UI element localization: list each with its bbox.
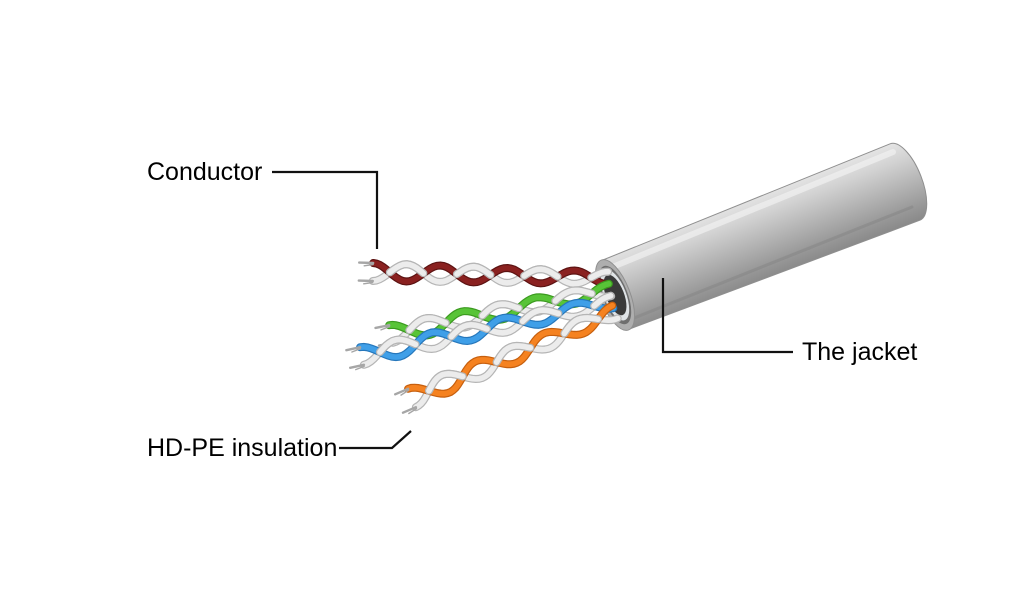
wire-strand — [363, 263, 374, 267]
wire-strand — [591, 293, 614, 309]
wire-strand — [493, 343, 534, 365]
wire-strand — [351, 348, 362, 353]
wire-strand — [374, 324, 391, 330]
jacket-callout-line — [661, 278, 793, 354]
wire-strand — [406, 315, 449, 334]
wire-strand — [454, 263, 494, 278]
conductor-label: Conductor — [147, 158, 263, 186]
wire-strand — [387, 261, 427, 277]
wire-strand — [405, 302, 616, 397]
wire-strand — [561, 315, 601, 337]
conductor-callout-line — [272, 170, 379, 249]
insulation-label: HD-PE insulation — [147, 434, 338, 462]
wire-strand — [363, 281, 374, 285]
wire-strand — [345, 346, 362, 352]
jacket-tube — [600, 142, 928, 331]
wire-strand — [479, 301, 522, 319]
twisted-pairs — [345, 259, 622, 415]
wire-strand — [349, 363, 366, 369]
wire-strand — [394, 387, 410, 396]
wire-strand — [519, 307, 562, 325]
wire-strand — [355, 365, 365, 371]
wire-strand — [552, 287, 595, 304]
wire-strand — [401, 406, 418, 414]
wire-strand — [426, 370, 466, 394]
jacket-label: The jacket — [802, 338, 918, 366]
wire-strand — [380, 325, 391, 331]
wire-strand — [377, 336, 419, 355]
wire-strand — [400, 389, 410, 396]
callout-lines — [272, 170, 793, 450]
wire-strand — [588, 268, 611, 281]
wire-strand — [448, 321, 490, 340]
wire-strand — [408, 407, 418, 415]
wire-strand — [521, 266, 561, 280]
insulation-callout-line — [339, 430, 412, 450]
